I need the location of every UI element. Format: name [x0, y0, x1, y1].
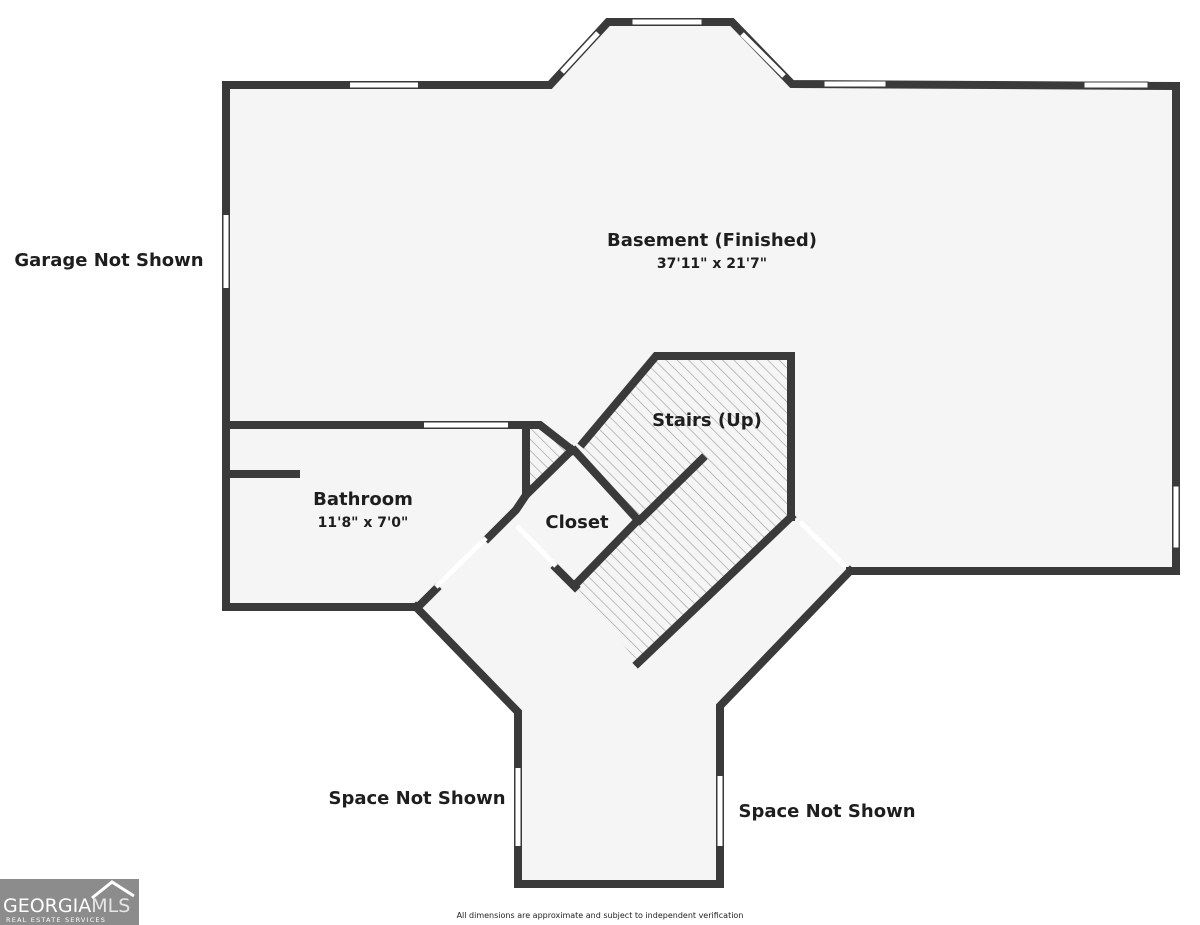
logo-text: GEORGIAMLS: [3, 895, 130, 917]
basement-floor: [226, 22, 1176, 663]
hallway-floor: [420, 517, 850, 884]
window-frame-right-1: [823, 80, 887, 88]
logo-text-mls: MLS: [91, 895, 130, 917]
closet-door-opening: [515, 524, 558, 568]
window-frames: [631, 18, 1180, 549]
disclaimer-text: All dimensions are approximate and subje…: [457, 911, 744, 920]
window-frame-right-2: [1083, 81, 1149, 89]
logo-subtext: REAL ESTATE SERVICES: [6, 916, 106, 924]
basement-dims: 37'11" x 21'7": [657, 256, 767, 272]
closet-wall-bottom: [550, 562, 581, 593]
bathroom-dims: 11'8" x 7'0": [318, 515, 409, 531]
hall-wall-left-upper: [414, 583, 442, 611]
space-left-label: Space Not Shown: [328, 788, 505, 809]
stairs-hatch: [575, 356, 791, 663]
stairs-wall-lower: [632, 511, 797, 669]
garage-label: Garage Not Shown: [14, 250, 203, 271]
bathroom-name: Bathroom: [313, 489, 413, 510]
hall-wall-left: [410, 565, 856, 888]
space-right-label: Space Not Shown: [738, 801, 915, 822]
closet-wall-lower: [482, 489, 532, 544]
logo-text-georgia: GEORGIA: [3, 895, 91, 917]
logo-background: [0, 879, 139, 925]
logo-roof-icon: [91, 880, 135, 900]
bath-door-opening: [434, 536, 488, 589]
stairs-name: Stairs (Up): [652, 410, 762, 431]
windows: [223, 19, 1179, 846]
georgia-mls-logo: GEORGIAMLS REAL ESTATE SERVICES: [0, 879, 139, 925]
stairs-wall-top: [577, 352, 795, 521]
basement-name: Basement (Finished): [607, 230, 817, 251]
closet-name: Closet: [545, 512, 609, 533]
bathroom-wall-top: [222, 421, 578, 456]
stairs-rail: [634, 453, 708, 526]
window-bay-right: [740, 32, 786, 78]
floor-area: [226, 22, 1176, 884]
window-frame-right-wall: [1172, 485, 1180, 549]
window-bay-left: [560, 31, 600, 74]
window-frame-bay-top: [631, 18, 703, 26]
stairs-side-opening: [798, 520, 848, 569]
